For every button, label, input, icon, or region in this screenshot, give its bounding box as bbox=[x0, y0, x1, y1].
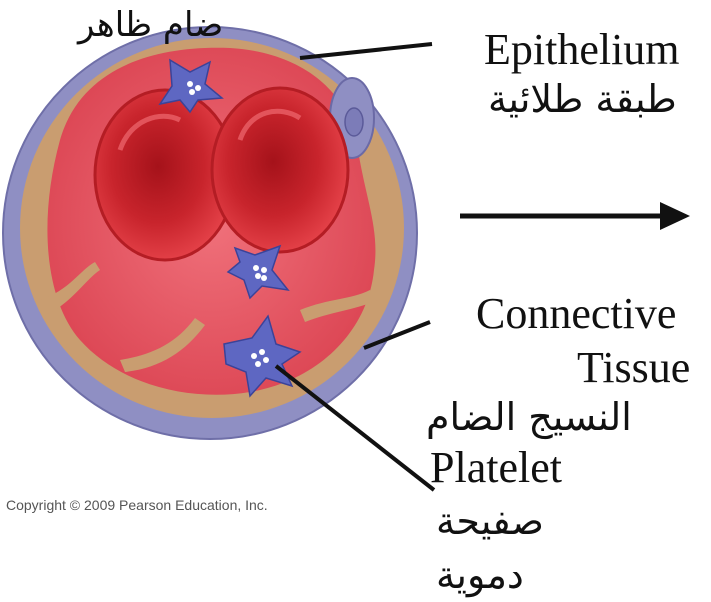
label-platelet-arabic-2: دموية bbox=[436, 556, 524, 594]
label-epithelium: Epithelium bbox=[484, 28, 680, 72]
epithelial-nucleus bbox=[345, 108, 363, 136]
arrow-head-icon bbox=[660, 202, 690, 230]
label-epithelium-arabic: طبقة طلائية bbox=[488, 80, 677, 118]
copyright-notice: Copyright © 2009 Pearson Education, Inc. bbox=[6, 497, 268, 513]
label-connective-arabic: النسيج الضام bbox=[426, 398, 632, 436]
label-connective: Connective bbox=[476, 292, 676, 336]
platelet-pointer-line bbox=[276, 366, 434, 490]
label-tissue: Tissue bbox=[577, 346, 690, 390]
label-platelet: Platelet bbox=[430, 446, 562, 490]
epithelium-pointer-line bbox=[300, 44, 432, 58]
label-top-left-arabic: ضام ظاهر bbox=[78, 8, 223, 42]
label-platelet-arabic-1: صفيحة bbox=[436, 502, 544, 540]
